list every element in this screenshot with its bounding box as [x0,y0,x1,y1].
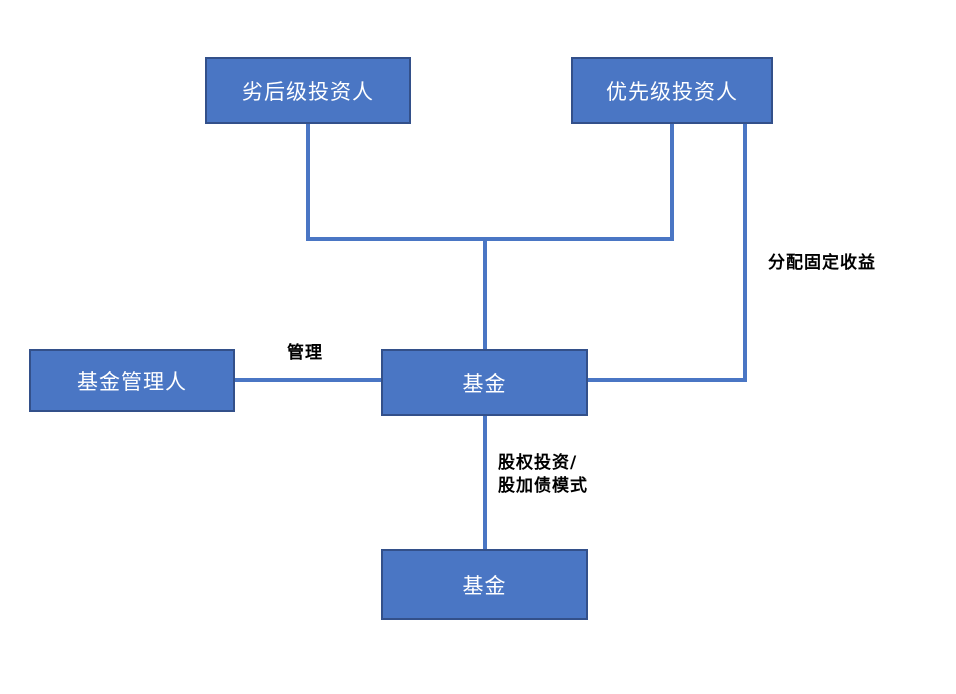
node-label-fund-bottom: 基金 [462,573,507,598]
node-fund-manager[interactable]: 基金管理人 [29,349,235,412]
node-subordinate-investor[interactable]: 劣后级投资人 [205,57,411,124]
edge-label-distribute-fixed-income: 分配固定收益 [768,253,876,273]
node-priority-investor[interactable]: 优先级投资人 [571,57,773,124]
node-fund-center[interactable]: 基金 [381,349,588,416]
node-label-priority-investor: 优先级投资人 [606,79,738,104]
edge-priority-down-outer [743,124,747,382]
node-label-subordinate-investor: 劣后级投资人 [242,79,374,104]
node-label-fund-manager: 基金管理人 [77,369,187,394]
edge-priority-to-fund [588,378,747,382]
edge-fund-to-fund-bottom [483,416,487,550]
edge-subordinate-down [306,124,310,241]
edge-label-manage: 管理 [287,343,323,363]
node-fund-bottom[interactable]: 基金 [381,549,588,620]
edge-manager-to-fund [235,378,381,382]
edge-investors-join-bar [306,237,674,241]
edge-label-equity-investment-mode: 股权投资/ 股加债模式 [498,453,588,496]
node-label-fund-center: 基金 [462,371,507,396]
edge-join-to-fund [483,237,487,351]
edge-priority-down-inner [670,124,674,241]
